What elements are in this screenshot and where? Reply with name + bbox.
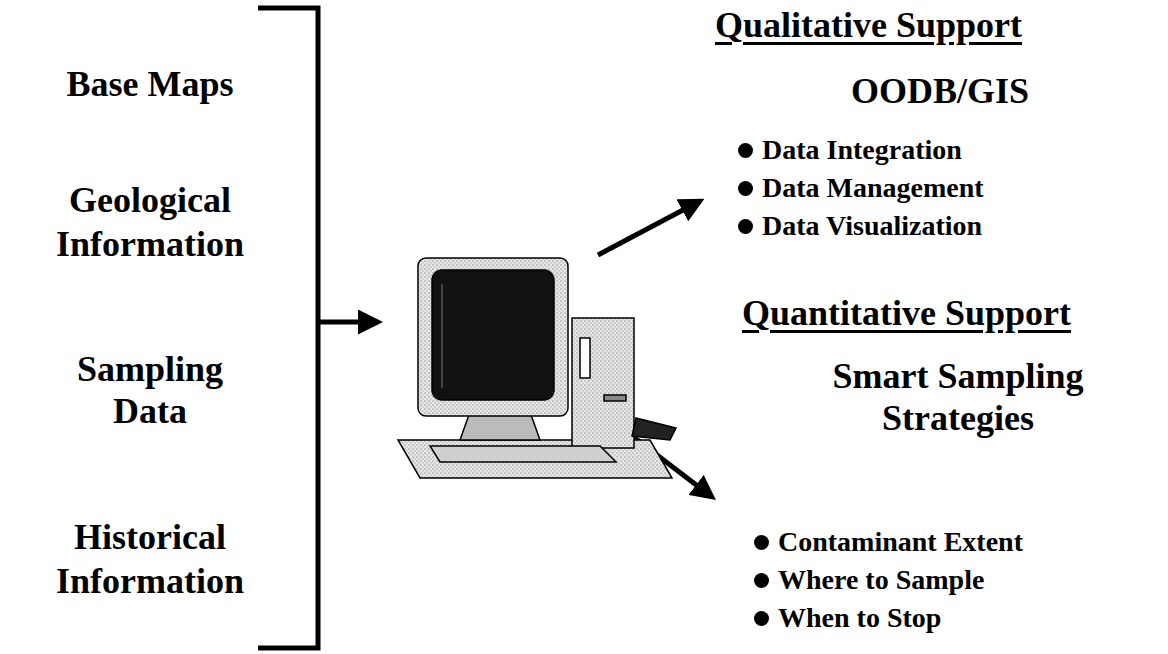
input-label: Historical Information [20,515,280,603]
bullet-item: Data Management [762,171,984,205]
input-label: Base Maps [20,62,280,106]
input-label: Geological Information [20,178,280,266]
section-heading: Qualitative Support [715,4,1022,46]
bracket [258,8,318,648]
bullet-dot [738,143,753,158]
computer-illustration [398,258,676,478]
bullet-item: Data Visualization [762,209,982,243]
bullet-dot [738,219,753,234]
input-arrow [318,320,378,325]
bullet-item: Contaminant Extent [778,525,1023,559]
subheading: OODB/GIS [790,70,1090,112]
bullet-dot [754,573,769,588]
bullet-dot [754,611,769,626]
bullet-item: Where to Sample [778,563,984,597]
bullet-dot [754,535,769,550]
bullet-item: When to Stop [778,601,941,635]
section-heading: Quantitative Support [742,292,1071,334]
bullet-item: Data Integration [762,133,962,167]
input-label: Sampling Data [50,348,250,432]
qualitative-arrow [598,201,700,255]
bullet-dot [738,181,753,196]
subheading: Smart Sampling Strategies [808,355,1108,439]
